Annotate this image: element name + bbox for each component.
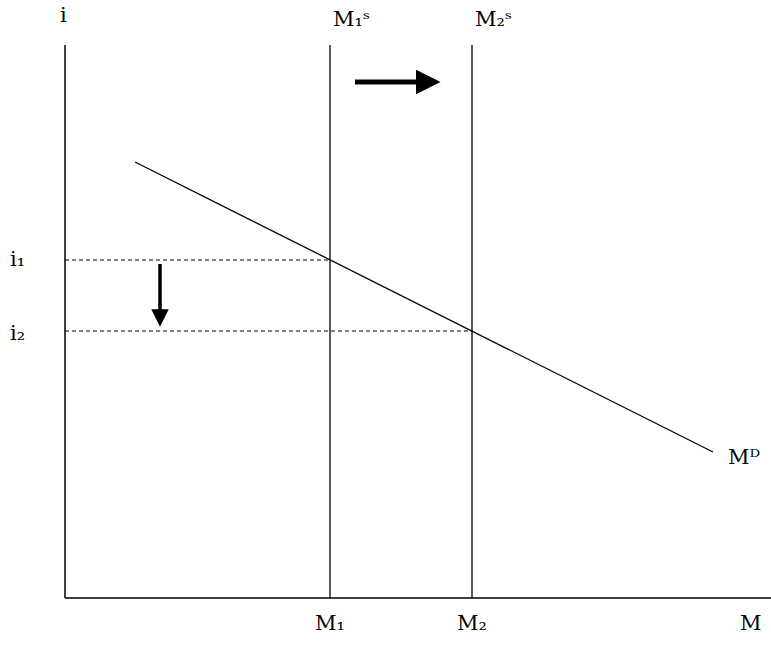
curve-label: Mᴰ <box>728 446 760 469</box>
demand-line <box>135 162 713 452</box>
supply-line <box>329 45 330 598</box>
y-axis <box>64 45 66 598</box>
axis-label: M <box>740 612 762 635</box>
supply-line <box>471 45 472 598</box>
axis-tick-label: M₂ <box>457 612 487 635</box>
dashed-guide <box>65 260 330 261</box>
fall-arrow <box>158 264 162 318</box>
axis-label: i <box>60 4 67 27</box>
curve-label: M₁ˢ <box>333 8 370 31</box>
dashed-guide <box>65 331 472 332</box>
rate-label: i₁ <box>10 248 25 271</box>
shift-arrow <box>355 80 428 85</box>
x-axis <box>65 597 771 599</box>
rate-label: i₂ <box>10 322 25 345</box>
axis-tick-label: M₁ <box>315 612 345 635</box>
curve-label: M₂ˢ <box>475 8 512 31</box>
